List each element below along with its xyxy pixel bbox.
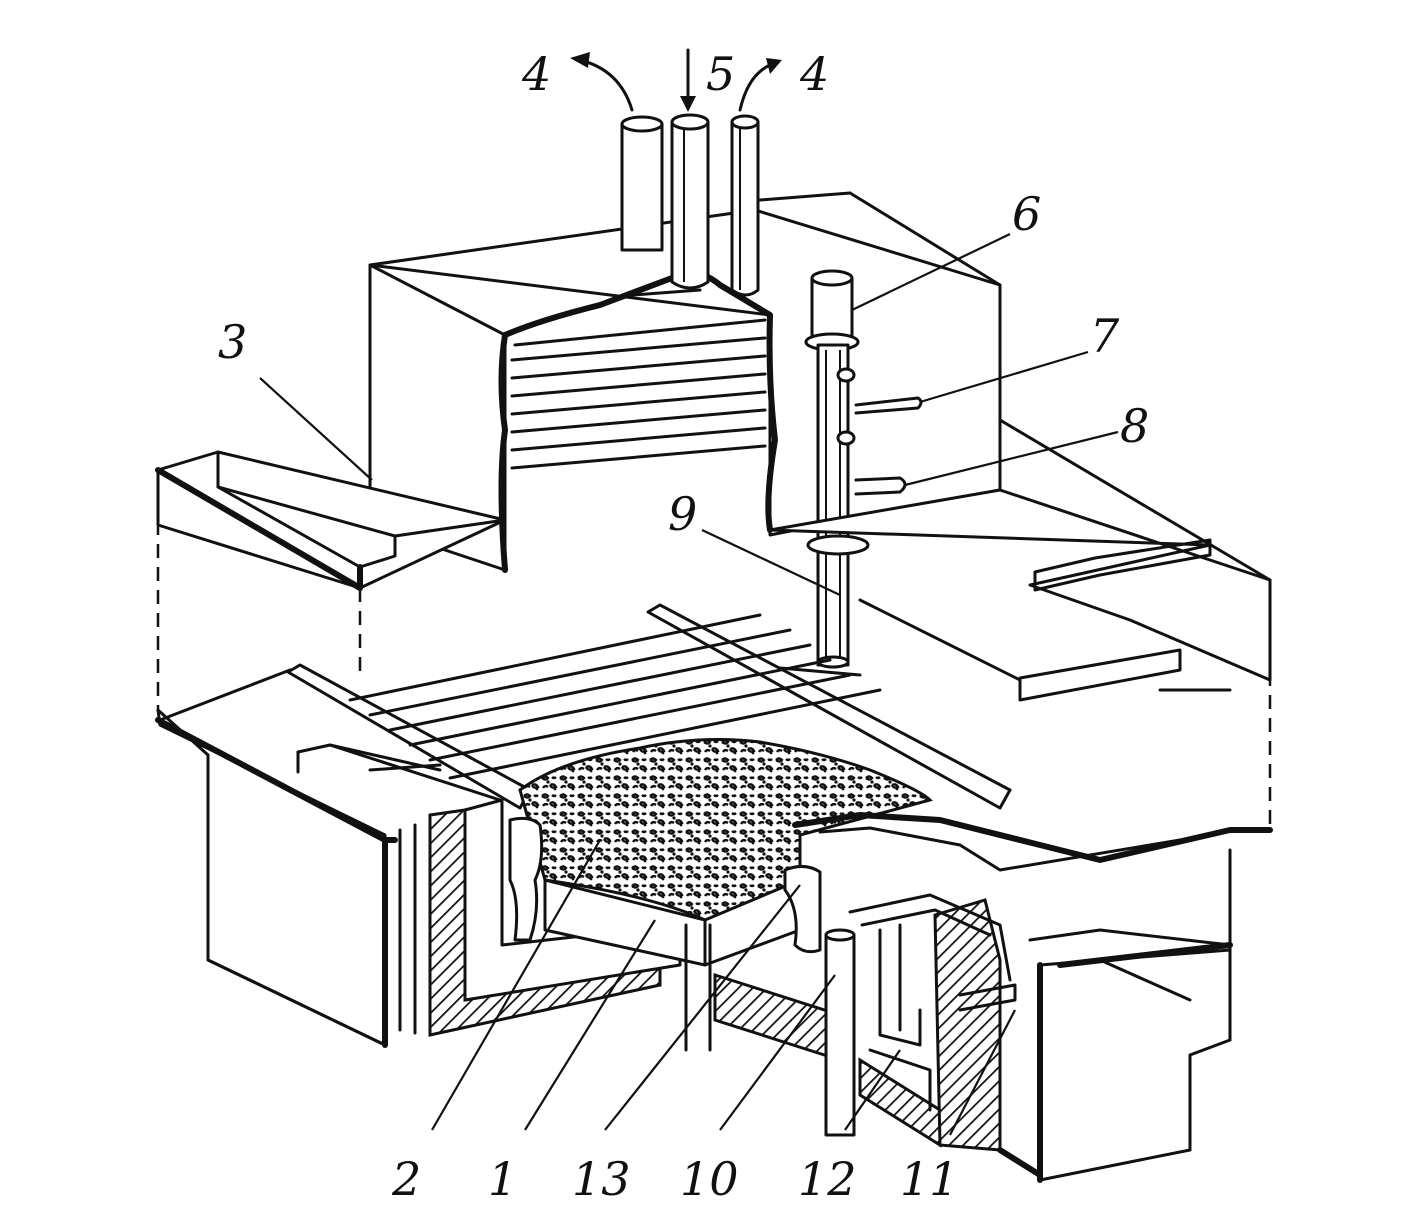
label-3: 3 xyxy=(218,315,247,369)
label-2: 2 xyxy=(391,1152,421,1206)
label-4-right: 4 xyxy=(799,47,829,101)
hood-internal-plates xyxy=(510,288,767,470)
exhaust-arrow-right xyxy=(738,63,772,112)
label-12: 12 xyxy=(798,1152,857,1206)
charge-granules xyxy=(518,738,933,922)
crucible-body xyxy=(155,668,1273,1183)
bus-bar-9 xyxy=(646,603,1012,810)
hearth-cross-bars xyxy=(348,613,882,780)
leader-lines xyxy=(259,233,1119,1136)
label-11: 11 xyxy=(900,1152,959,1206)
gas-pipes xyxy=(570,48,782,297)
label-6: 6 xyxy=(1012,187,1041,241)
exhaust-pipe-right xyxy=(730,120,760,297)
label-10: 10 xyxy=(680,1152,739,1206)
label-7: 7 xyxy=(1090,309,1120,363)
label-9: 9 xyxy=(668,487,697,541)
labels: 4 5 4 6 3 7 8 9 2 1 13 10 12 11 xyxy=(218,47,1149,1206)
deck xyxy=(155,418,1272,830)
exhaust-pipe-left xyxy=(620,122,664,252)
supply-pipe xyxy=(670,120,710,290)
label-13: 13 xyxy=(572,1152,631,1206)
rod-10 xyxy=(824,933,856,1137)
label-8: 8 xyxy=(1120,399,1149,453)
label-1: 1 xyxy=(488,1152,517,1206)
label-5: 5 xyxy=(706,47,735,101)
label-4-left: 4 xyxy=(521,47,551,101)
